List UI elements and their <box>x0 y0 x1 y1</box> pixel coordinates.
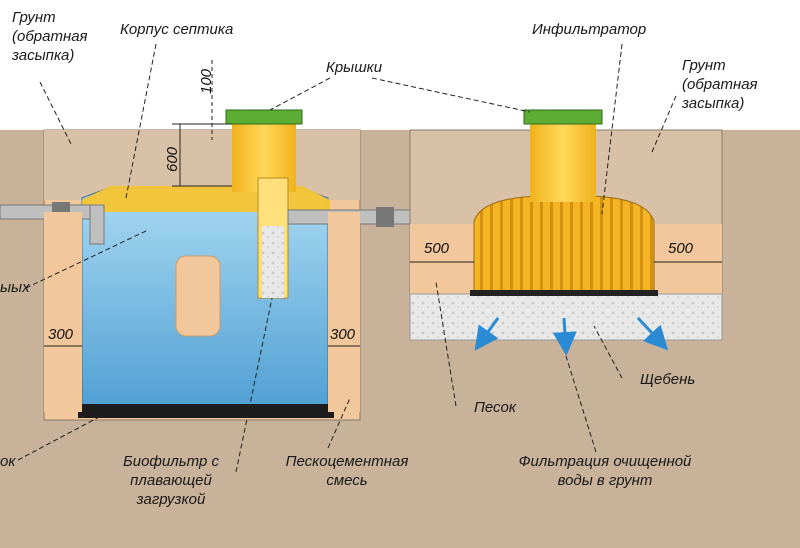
label-filtration-line2: воды в грунт <box>557 472 653 489</box>
label-ground-left-line1: Грунт <box>12 9 56 26</box>
leader-ground-right <box>651 95 677 153</box>
label-lids: Крышки <box>326 59 383 76</box>
label-sand-cement-line2: смесь <box>326 472 368 489</box>
label-filtration-line1: Фильтрация очищенной <box>518 453 692 470</box>
label-ground-right-line3: засыпка) <box>682 95 745 112</box>
label-sand-cement: Пескоцементная смесь <box>282 452 412 490</box>
biofilter-load <box>262 226 284 298</box>
leader-ground-left <box>39 81 73 147</box>
label-gravel: Щебень <box>640 371 696 388</box>
sandcement-left-band <box>44 212 82 412</box>
leader-lids-left <box>269 77 331 111</box>
filtration-arrow-right <box>636 316 669 351</box>
label-ground-left: Грунт (обратная засыпка) <box>12 8 88 65</box>
left-lid <box>225 109 303 125</box>
leader-outlet <box>25 229 149 289</box>
inlet-elbow <box>89 204 105 245</box>
dim-600: 600 <box>164 146 181 172</box>
right-lid <box>523 109 603 125</box>
leader-gravel <box>593 325 623 379</box>
label-ground-right-line2: (обратная <box>682 76 758 93</box>
label-ground-right-line1: Грунт <box>682 57 726 74</box>
infiltrator-base <box>470 290 658 296</box>
infiltrator-body <box>473 195 655 295</box>
leader-sandcement <box>327 397 351 449</box>
filtration-arrow-mid <box>552 317 577 356</box>
outlet-coupling <box>376 207 394 227</box>
dim-500-left: 500 <box>424 240 450 257</box>
leader-bottom <box>17 407 117 461</box>
label-biofilter-line1: Биофильтр с <box>122 453 219 470</box>
label-biofilter: Биофильтр с плавающей загрузкой <box>96 452 246 509</box>
leader-filtration <box>565 355 597 453</box>
label-filtration: Фильтрация очищенной воды в грунт <box>490 452 720 490</box>
dim-100: 100 <box>198 68 215 94</box>
tank-window <box>175 255 221 337</box>
label-biofilter-line2: плавающей <box>130 472 212 489</box>
leader-lids-right <box>371 77 531 113</box>
leader-septic-body <box>125 43 157 199</box>
sandcement-right-band <box>328 212 360 412</box>
label-sand-cement-line1: Пескоцементная <box>285 453 409 470</box>
label-sand: Песок <box>474 399 516 416</box>
label-bottom-partial: ок <box>0 453 16 470</box>
infiltrator-neck <box>530 118 596 202</box>
label-ground-left-line2: (обратная <box>12 28 88 45</box>
leader-infiltrator <box>601 43 623 215</box>
leader-sand <box>435 281 457 407</box>
tank-bottom <box>78 404 334 418</box>
label-biofilter-line3: загрузкой <box>136 491 206 508</box>
dim-500-right: 500 <box>668 240 694 257</box>
filtration-arrow-left <box>474 317 500 351</box>
leader-biofilter <box>235 297 273 473</box>
label-septic-body: Корпус септика <box>120 21 234 38</box>
label-outlet-partial: ыых <box>0 279 30 296</box>
label-infiltrator: Инфильтратор <box>532 21 647 38</box>
sky <box>0 0 800 130</box>
dim-300-left: 300 <box>48 326 74 343</box>
label-ground-right: Грунт (обратная засыпка) <box>682 56 758 113</box>
label-ground-left-line3: засыпка) <box>12 47 75 64</box>
dim-300-right: 300 <box>330 326 356 343</box>
